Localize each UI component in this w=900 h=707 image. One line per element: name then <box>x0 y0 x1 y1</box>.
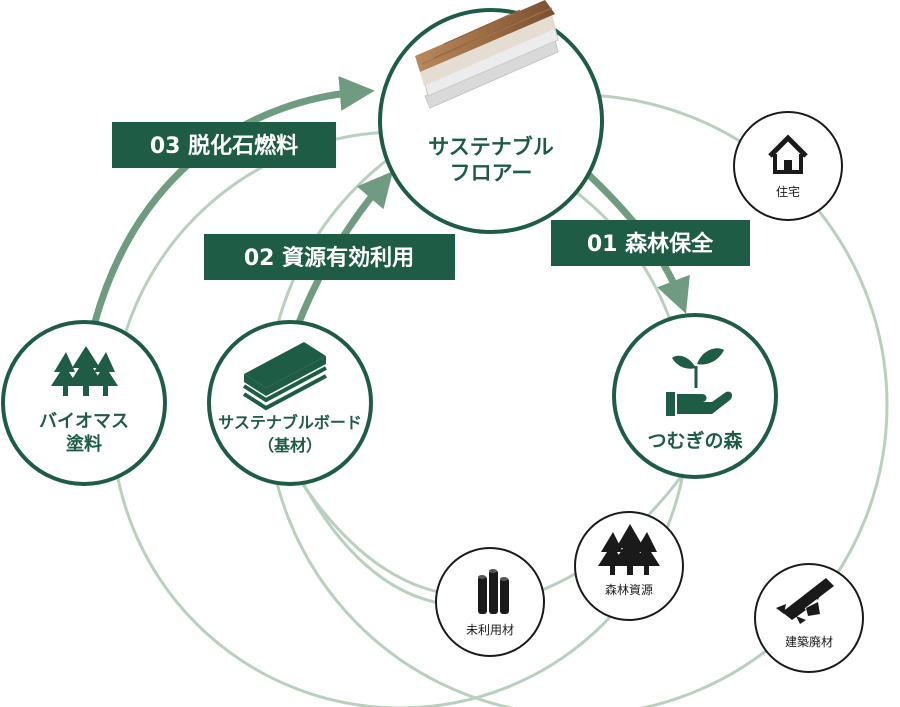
house-icon <box>768 134 808 174</box>
house-node: 住宅 <box>733 111 843 221</box>
biomass-paint-node: バイオマス 塗料 <box>1 320 167 486</box>
tsumugi-forest-node: つむぎの森 <box>612 313 778 479</box>
board-label-line2: （基材） <box>258 436 322 455</box>
house-label: 住宅 <box>776 184 800 199</box>
tag-01: 01 森林保全 <box>551 220 750 266</box>
center-title-line2: フロアー <box>450 161 533 185</box>
center-node: サステナブル フロアー <box>378 0 604 234</box>
center-title-line1: サステナブル <box>428 135 554 159</box>
left-large-ring <box>110 130 690 707</box>
sustainable-board-node: サステナブルボード （基材） <box>207 320 373 486</box>
sprout-in-hand-icon <box>666 348 733 416</box>
demolition-waste-label: 建築廃材 <box>785 634 833 649</box>
trees-icon <box>51 346 118 396</box>
forest-label: つむぎの森 <box>647 429 743 452</box>
flooring-sample-image <box>415 0 559 109</box>
tag-01-label: 01 森林保全 <box>587 231 714 257</box>
biomass-label-line2: 塗料 <box>66 433 102 455</box>
tag-02: 02 資源有効利用 <box>204 234 455 280</box>
biomass-label-line1: バイオマス <box>39 411 129 432</box>
trees-icon <box>598 524 660 575</box>
unused-wood-label: 未利用材 <box>466 623 514 637</box>
demolition-waste-node: 建築廃材 <box>754 563 864 673</box>
tag-02-label: 02 資源有効利用 <box>244 245 414 271</box>
forest-resources-node: 森林資源 <box>574 511 684 621</box>
unused-wood-node: 未利用材 <box>435 547 545 657</box>
logs-icon <box>478 569 509 614</box>
tag-03-label: 03 脱化石燃料 <box>150 133 298 159</box>
forest-resources-label: 森林資源 <box>605 582 653 597</box>
tag-03: 03 脱化石燃料 <box>112 122 336 168</box>
board-stack-icon <box>242 342 327 411</box>
debris-icon <box>776 578 834 624</box>
board-label-line1: サステナブルボード <box>218 413 362 432</box>
